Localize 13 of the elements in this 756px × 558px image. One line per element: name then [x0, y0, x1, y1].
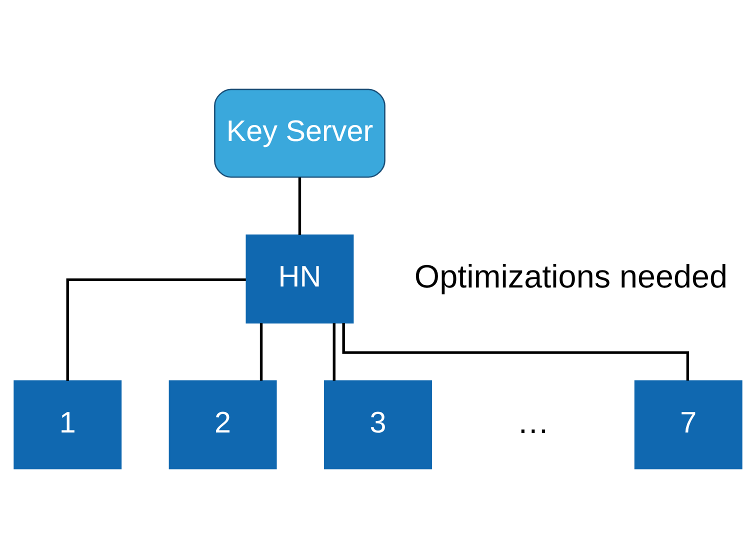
label: …	[517, 404, 550, 440]
node-box: 7	[634, 380, 742, 470]
node-box: 2	[168, 380, 277, 470]
connector	[298, 177, 302, 236]
label: Optimizations needed	[414, 258, 728, 294]
node-box: HN	[246, 234, 354, 324]
node-box: Key Server	[214, 88, 386, 178]
node-box: 3	[324, 380, 432, 470]
node-box: 1	[14, 380, 122, 470]
connector	[66, 278, 246, 381]
connector	[260, 323, 263, 381]
connector	[342, 323, 690, 381]
connector	[332, 323, 336, 381]
